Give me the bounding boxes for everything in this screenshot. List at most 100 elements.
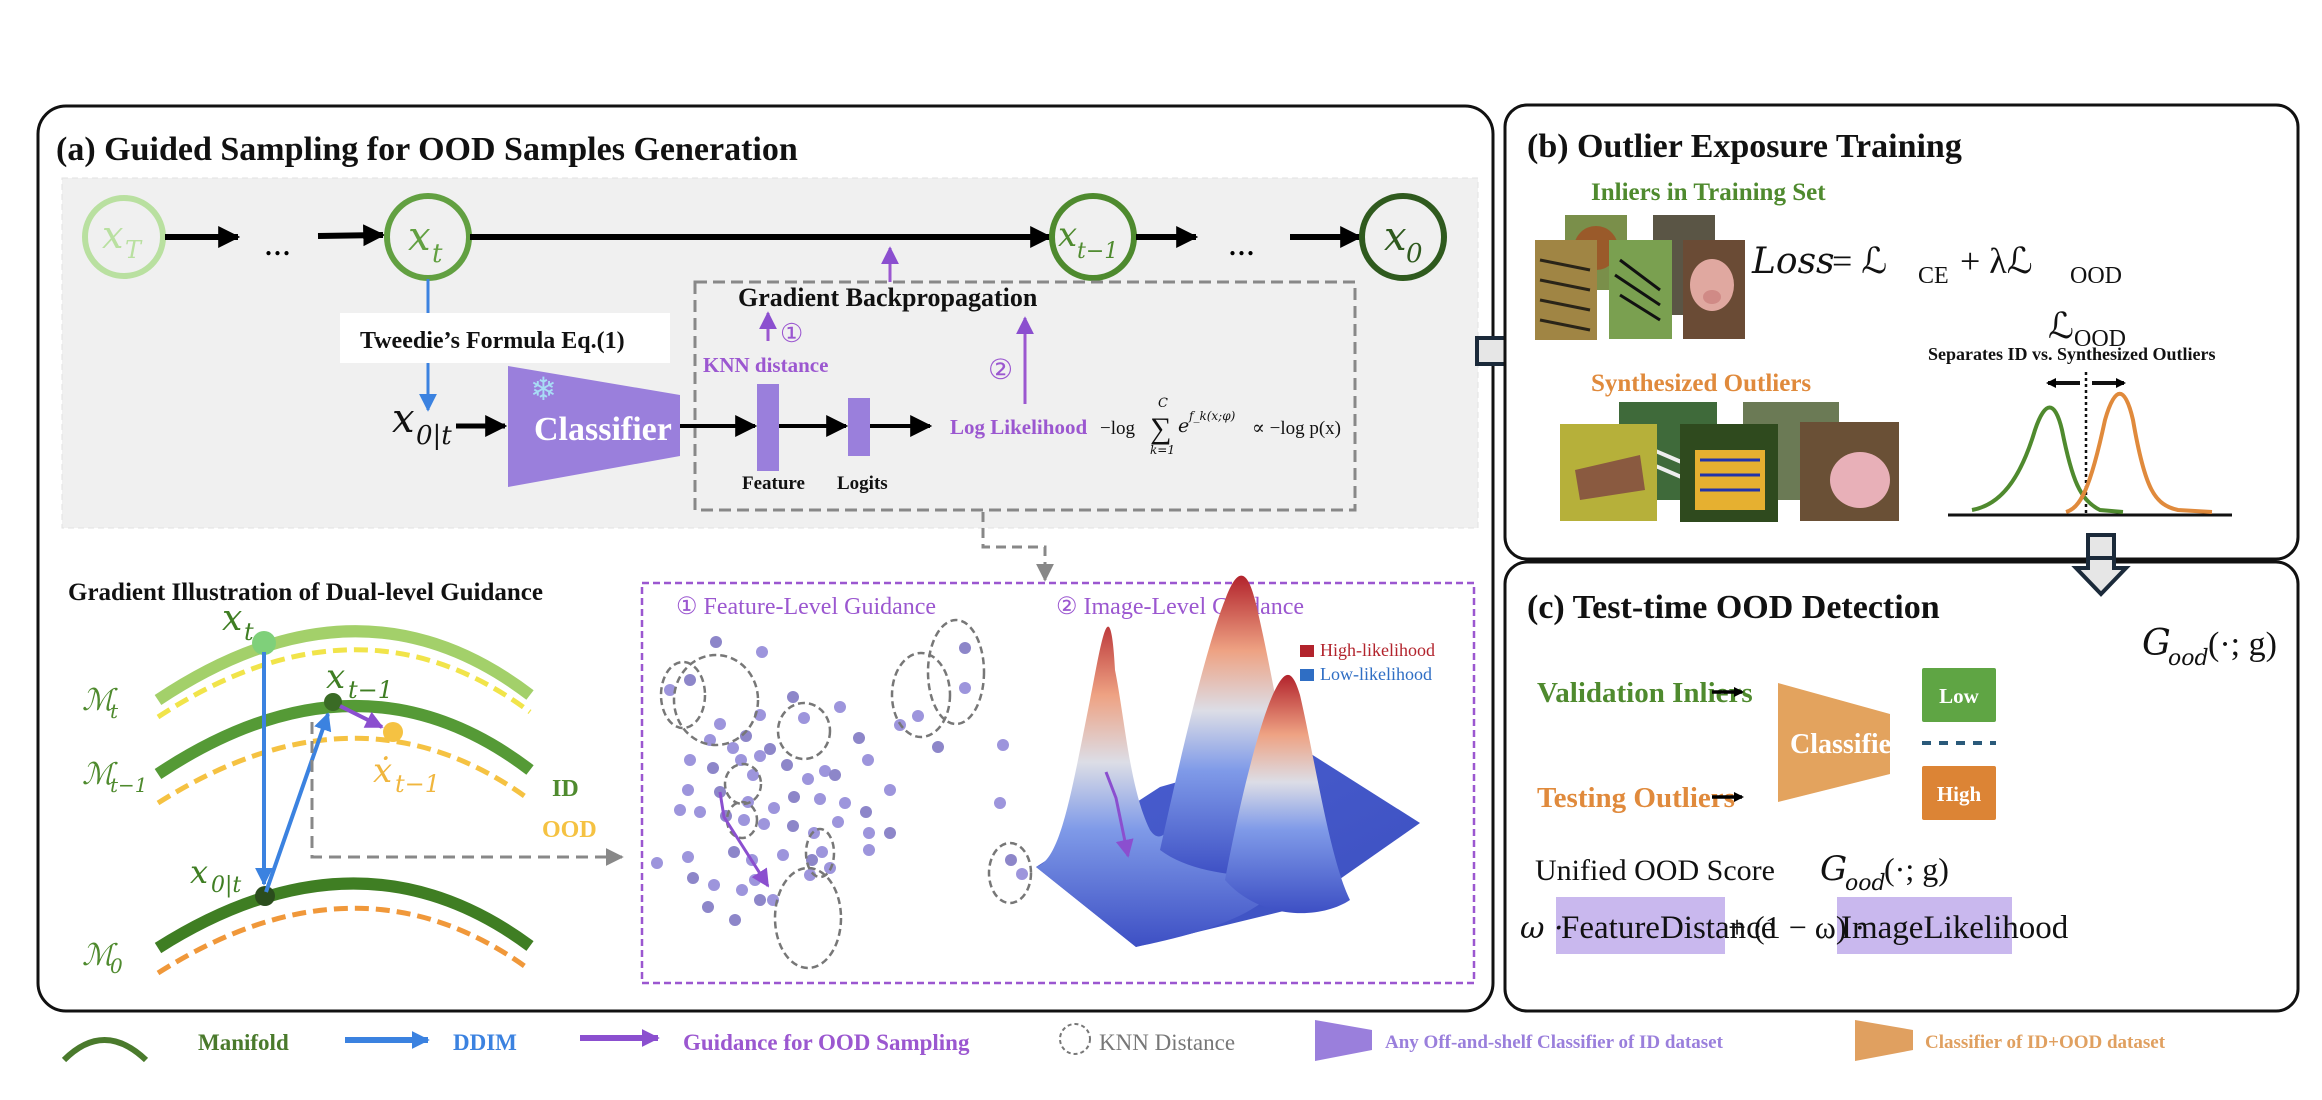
feature-point	[702, 901, 714, 913]
feature-point	[707, 762, 719, 774]
knn-circle	[659, 660, 707, 730]
feature-point	[997, 739, 1009, 751]
ellipsis-1: ...	[264, 223, 291, 263]
svg-text:= ℒ: = ℒ	[1832, 241, 1887, 281]
low-score-label: Low	[1939, 684, 1980, 708]
feature-point	[932, 741, 944, 753]
svg-text:T: T	[125, 236, 143, 264]
panel-a-title: (a) Guided Sampling for OOD Samples Gene…	[56, 131, 798, 168]
feature-point	[768, 802, 780, 814]
feature-point	[727, 742, 739, 754]
connector-arrow	[981, 512, 1054, 582]
knn-circles	[659, 618, 1033, 970]
low-score-badge	[1922, 668, 1996, 722]
feature-point	[829, 769, 841, 781]
arrow-ellipsis-xt	[317, 224, 386, 247]
svg-text:(·; g): (·; g)	[1884, 851, 1949, 887]
tweedie-label: Tweedie’s Formula Eq.(1)	[360, 328, 625, 354]
feature-point	[777, 849, 789, 861]
svg-text:ẋ: ẋ	[373, 751, 392, 791]
feature-distance-term: FeatureDistance	[1561, 910, 1775, 946]
svg-text:∑: ∑	[1150, 412, 1171, 445]
svg-text:KNN Distance: KNN Distance	[1099, 1030, 1235, 1055]
feature-point	[682, 784, 694, 796]
image-guidance-title: ② Image-Level Guidance	[1056, 594, 1304, 620]
score-header-G: G	[2142, 623, 2171, 664]
svg-text:x: x	[1384, 214, 1407, 260]
id-distribution	[1971, 405, 2124, 514]
high-score-badge	[1922, 766, 1996, 820]
knn-distance-label: KNN distance	[703, 353, 828, 377]
feature-point	[708, 879, 720, 891]
svg-text:t−1: t−1	[1077, 239, 1118, 264]
feature-point	[863, 844, 875, 856]
feature-point	[912, 710, 924, 722]
outlier-images	[1560, 402, 1899, 522]
ood-label: OOD	[542, 817, 597, 843]
classifier-a-label: Classifier	[534, 411, 672, 448]
panel-c-title: (c) Test-time OOD Detection	[1527, 589, 1940, 626]
feature-point	[884, 827, 896, 839]
feature-point	[682, 851, 694, 863]
logits-label: Logits	[837, 473, 888, 494]
log-likelihood-label: Log Likelihood	[950, 415, 1087, 439]
lood-symbol: ℒ	[2048, 306, 2074, 346]
separates-label: Separates ID vs. Synthesized Outliers	[1928, 344, 2216, 364]
feature-point	[787, 820, 799, 832]
feature-point	[1016, 868, 1028, 880]
svg-text:k=1: k=1	[1150, 443, 1175, 457]
svg-text:DDIM: DDIM	[453, 1030, 517, 1055]
svg-text:x: x	[102, 213, 123, 257]
svg-text:t: t	[244, 618, 254, 646]
illustration-connector	[310, 722, 624, 866]
feature-point	[710, 636, 722, 648]
svg-text:OOD: OOD	[2070, 263, 2122, 289]
lood-sub: OOD	[2074, 326, 2126, 352]
circle-1: ①	[780, 319, 803, 348]
feature-label: Feature	[742, 473, 805, 494]
svg-text:t: t	[110, 699, 119, 723]
knn-circle	[776, 701, 832, 761]
feature-point	[729, 914, 741, 926]
inlier-image-zebra	[1609, 240, 1672, 339]
ood-manifold-Mt	[156, 647, 532, 720]
feature-point	[749, 874, 761, 886]
feature-point	[687, 872, 699, 884]
svg-text:x: x	[190, 853, 208, 891]
point-x0t	[255, 886, 275, 906]
tweedie-label-box	[340, 313, 670, 363]
svg-text:+ λℒ: + λℒ	[1960, 241, 2033, 281]
svg-text:f_k(x;φ): f_k(x;φ)	[1188, 409, 1236, 423]
id-classifier-legend-icon	[1315, 1020, 1372, 1061]
low-likelihood-swatch	[1300, 669, 1314, 681]
feature-point	[816, 846, 828, 858]
svg-text:ℳ: ℳ	[82, 938, 118, 973]
knn-circle	[926, 618, 986, 726]
svg-text:Guidance for OOD Sampling: Guidance for OOD Sampling	[683, 1030, 970, 1055]
svg-text:x: x	[326, 657, 345, 697]
inliers-label: Inliers in Training Set	[1591, 179, 1826, 206]
score-header-tail: (·; g)	[2208, 626, 2277, 663]
feature-distance-highlight	[1556, 897, 1725, 954]
manifold-legend-icon	[61, 1037, 149, 1063]
node-xt1: x t−1	[1049, 193, 1137, 281]
feature-point	[684, 674, 696, 686]
feature-point	[754, 894, 766, 906]
svg-text:Loss: Loss	[1751, 241, 1835, 282]
feature-point	[834, 701, 846, 713]
svg-text:e: e	[1178, 415, 1189, 437]
feature-point	[994, 797, 1006, 809]
feature-point	[788, 791, 800, 803]
legend-item-guidance: Guidance for OOD Sampling	[580, 1029, 970, 1055]
panel-b-title: (b) Outlier Exposure Training	[1527, 128, 1962, 165]
peak-right	[1225, 674, 1350, 914]
knn-circle	[672, 653, 760, 747]
legend-item-manifold: Manifold	[61, 1030, 289, 1063]
ood-manifold-Mt1	[156, 735, 532, 806]
logits-bar	[848, 398, 870, 456]
feature-bar	[757, 384, 779, 471]
point-xdot	[383, 722, 403, 742]
feature-point	[736, 884, 748, 896]
knn-legend-icon	[1059, 1023, 1091, 1055]
classifier-c-label: Classifier	[1790, 729, 1904, 760]
